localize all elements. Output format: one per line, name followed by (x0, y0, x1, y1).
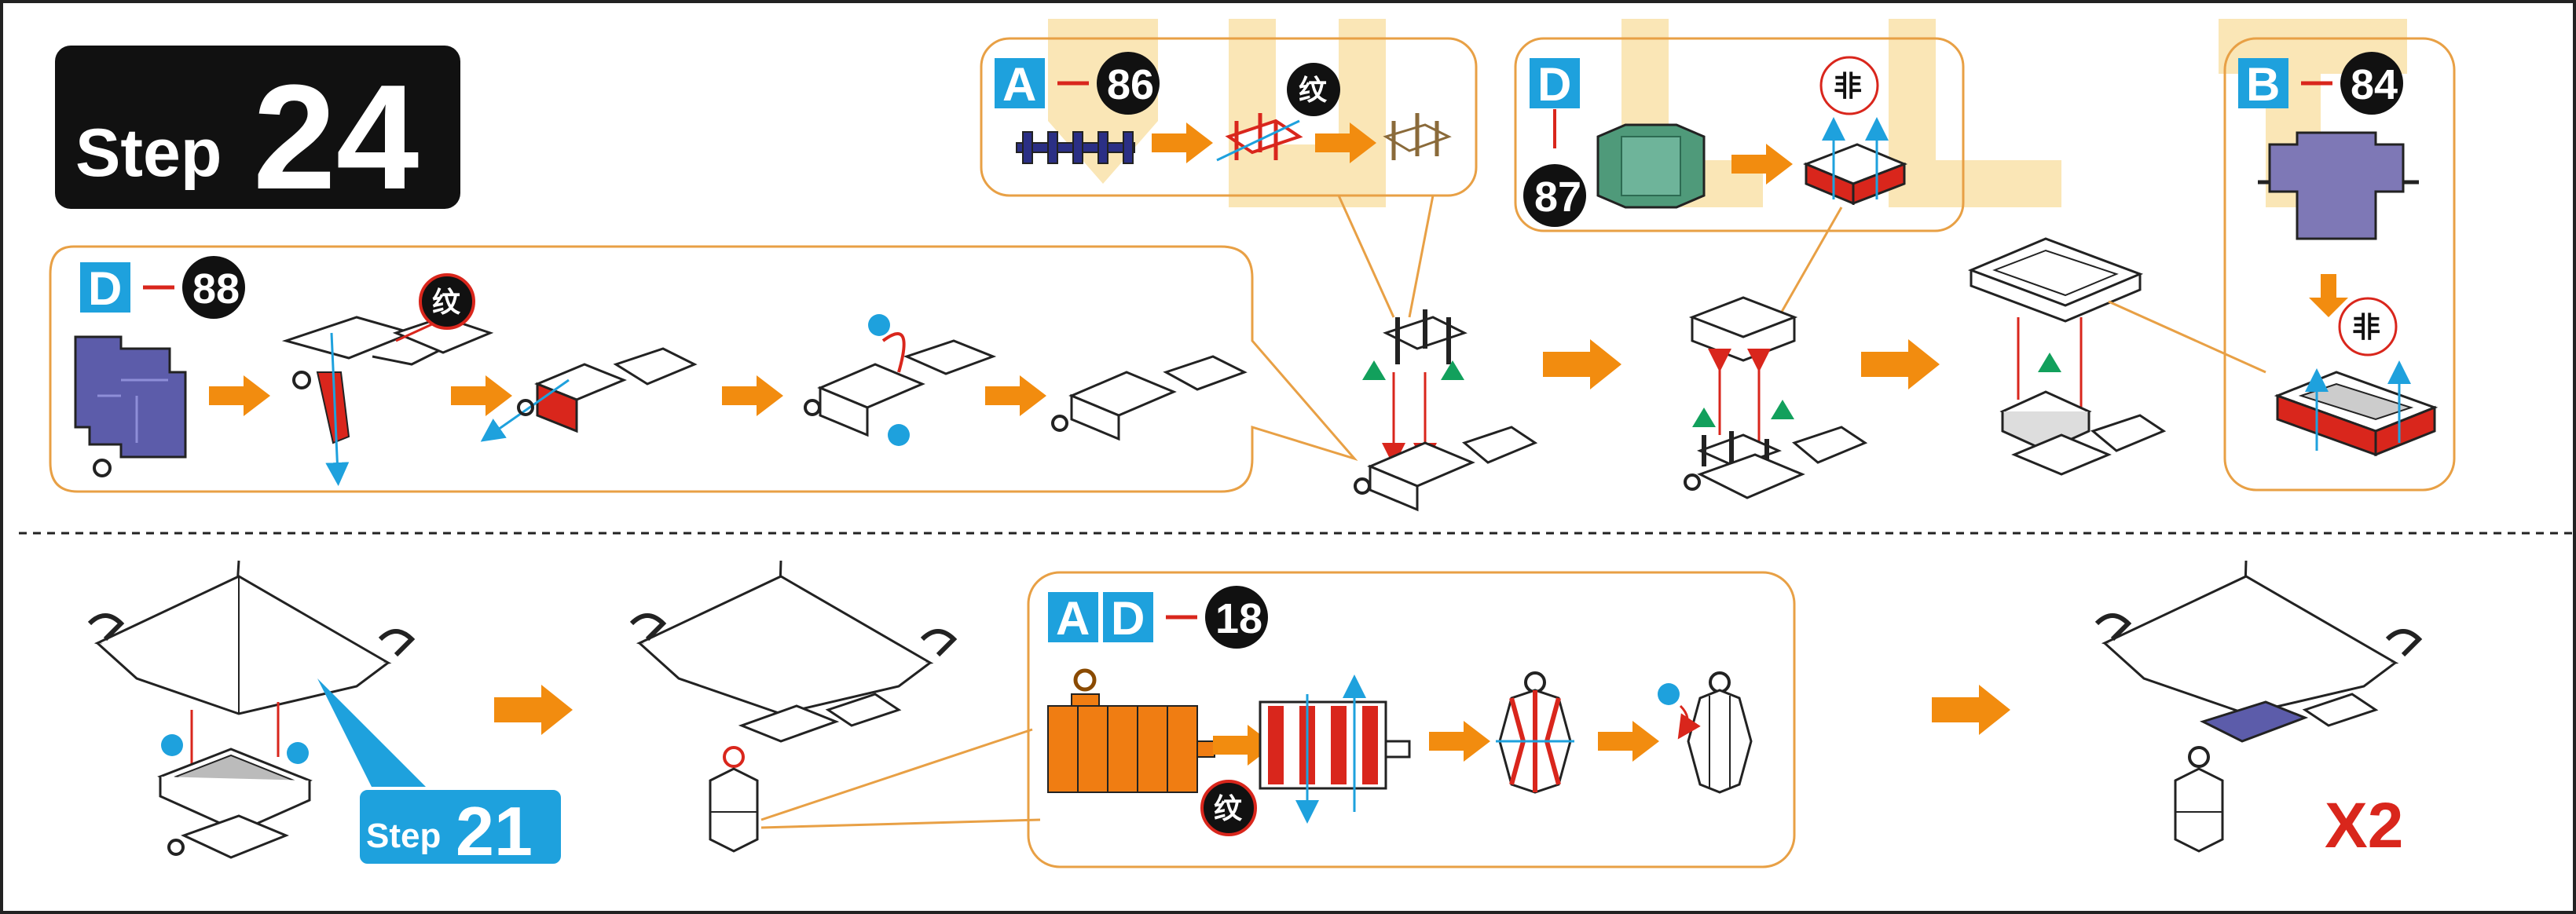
callout-d88: D 88 纹 (49, 245, 1358, 493)
green-triangle-icon (1771, 400, 1794, 419)
callout-b84: B 84 非 (2223, 37, 2456, 492)
arrow-right-icon (1932, 685, 2010, 735)
green-triangle-icon (1692, 408, 1716, 427)
arrow-right-icon (209, 375, 270, 416)
callout-a86: A 86 纹 (980, 37, 1478, 318)
watermark (1048, 19, 2407, 207)
step21-number: 21 (456, 792, 533, 870)
assembly-2 (1684, 296, 1868, 499)
part-letter: D (1111, 592, 1145, 645)
fold-mark-icon (1200, 780, 1257, 836)
part-number: 18 (1215, 595, 1262, 642)
fold-mark-icon (2338, 297, 2398, 356)
blue-dot-icon (287, 742, 309, 764)
part-ad18-strip (1047, 705, 1198, 793)
callout-d87-header: D 87 (1523, 58, 1586, 227)
green-triangle-icon (2038, 353, 2061, 372)
part-number-circle (2340, 52, 2403, 115)
arrow-right-icon (1429, 721, 1490, 762)
callout-d88-header: D 88 (80, 256, 245, 319)
fold-mark-icon (1287, 63, 1340, 116)
blue-dot-icon (1658, 683, 1680, 705)
lantern (1687, 689, 1753, 794)
blue-dot-icon (868, 314, 890, 336)
part-number: 84 (2351, 61, 2398, 108)
part-letter: B (2246, 58, 2280, 111)
mark-label: 非 (1834, 70, 1862, 102)
part-number-circle (1097, 52, 1160, 115)
arrow-down-icon (2309, 274, 2348, 317)
mark-label: 纹 (1299, 74, 1328, 106)
callout-d87: D 87 非 (1514, 37, 1965, 318)
part-d88-sheet (74, 335, 187, 459)
step21-reference: Step 21 (317, 678, 564, 870)
part-number-circle (1205, 586, 1268, 649)
step-header: Step 24 (55, 46, 460, 221)
callout-a86-header: A 86 (995, 52, 1160, 115)
part-number-circle (182, 256, 245, 319)
roof-assembly-1 (87, 560, 416, 859)
part-ad18-folded (1259, 675, 1411, 824)
step21-word: Step (366, 817, 441, 855)
part-letter: D (1537, 58, 1571, 111)
part-number-circle (1523, 164, 1586, 227)
part-letter-box (80, 262, 130, 313)
green-triangle-icon (1441, 360, 1464, 380)
assembly-3 (1967, 237, 2266, 476)
arrow-right-icon (1543, 339, 1621, 389)
arrow-right-icon (985, 375, 1046, 416)
step-number: 24 (253, 54, 419, 221)
step-word: Step (75, 115, 222, 191)
arrow-right-icon (451, 375, 512, 416)
arrow-right-icon (1598, 721, 1659, 762)
mark-label: 纹 (432, 286, 461, 318)
diagram-canvas: Step 24 D 88 纹 (19, 19, 2573, 870)
part-letter-box (995, 58, 1045, 108)
mark-label: 纹 (1214, 792, 1243, 824)
arrow-right-icon (494, 685, 573, 735)
mark-label: 非 (2352, 311, 2380, 343)
arrow-right-icon (722, 375, 783, 416)
part-letter: A (1056, 592, 1090, 645)
blue-dot-icon (161, 734, 183, 756)
blue-dot-icon (888, 424, 910, 446)
part-number: 88 (192, 265, 240, 313)
roof-assembly-final (2094, 560, 2423, 853)
fold-mark-icon (1819, 56, 1879, 115)
part-letter-box (1048, 592, 1098, 642)
part-b84-sheet (2268, 131, 2405, 240)
part-letter: A (1002, 58, 1036, 111)
part-number: 86 (1107, 61, 1154, 108)
lantern (709, 767, 759, 853)
part-letter-box (1103, 592, 1153, 642)
lantern (2174, 767, 2224, 853)
quantity-multiplier: X2 (2325, 790, 2403, 861)
step-badge (55, 46, 460, 209)
arrow-right-icon (1152, 122, 1213, 163)
part-number: 87 (1534, 174, 1581, 221)
green-triangle-icon (1362, 360, 1386, 380)
assembly-1 (1354, 309, 1538, 512)
fold-mark-icon (419, 273, 475, 330)
part-letter-box (2238, 58, 2288, 108)
arrow-right-icon (1861, 339, 1940, 389)
roof-assembly-2 (629, 560, 1041, 853)
part-letter-box (1530, 58, 1580, 108)
ring-icon (93, 459, 112, 477)
callout-b84-header: B 84 (2238, 52, 2403, 115)
part-letter: D (88, 262, 122, 315)
